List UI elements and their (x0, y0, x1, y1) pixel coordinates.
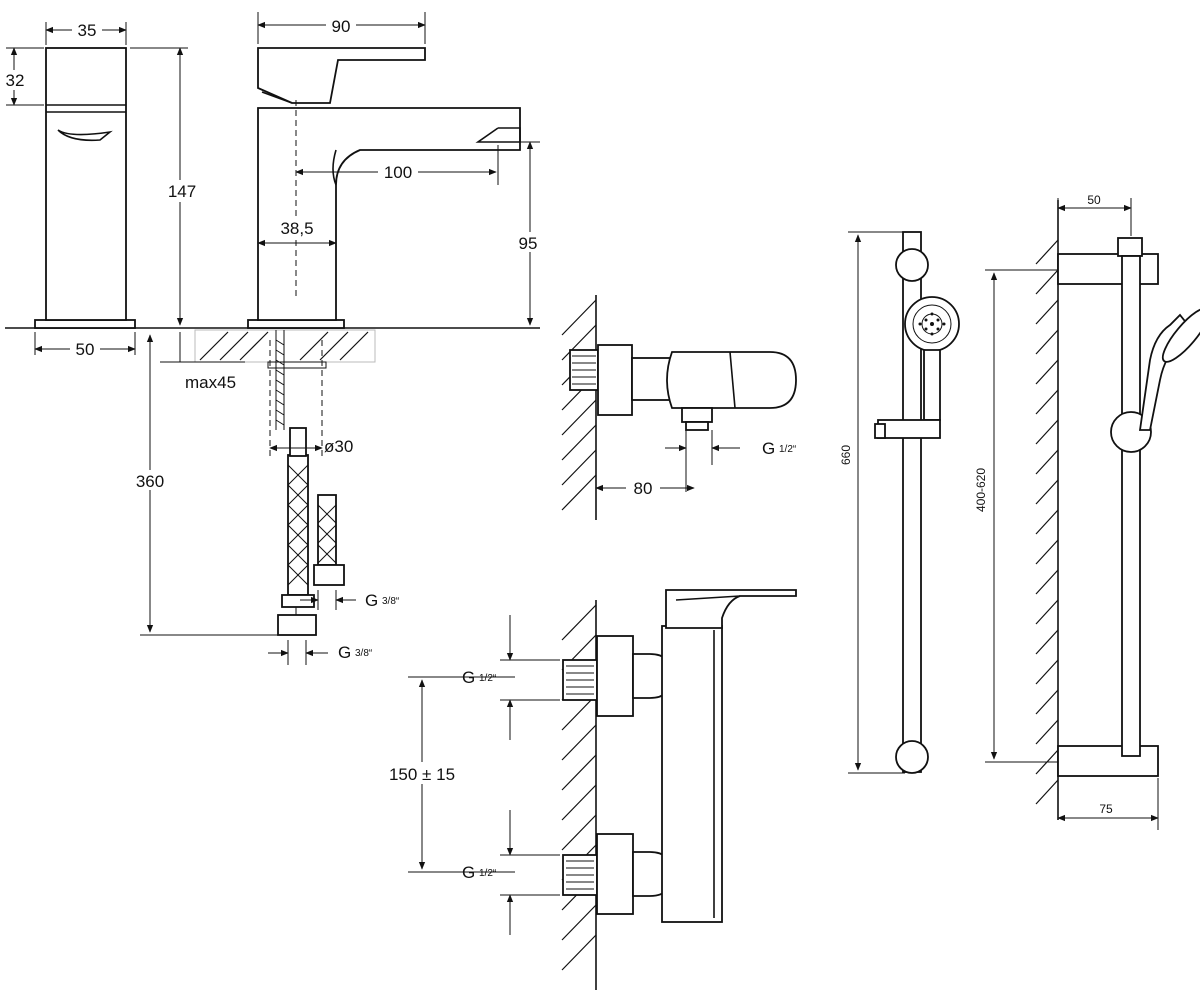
dim-top-length: 90 (332, 17, 351, 36)
dim-side-width: 35 (78, 21, 97, 40)
dim-body-offset: 38,5 (280, 219, 313, 238)
dim-hole-diameter: ø30 (324, 437, 353, 456)
dim-shower-connection-bottom-frac: 1/2“ (479, 868, 496, 879)
wall-valve-view: G 1/2“ 80 (561, 295, 797, 520)
dim-handle-height: 32 (6, 71, 25, 90)
dim-rail-offset-bottom: 75 (1099, 802, 1113, 816)
dim-counter-max: max45 (185, 373, 236, 392)
dim-rail-fixing: 400-620 (974, 468, 988, 512)
dim-rail-height: 660 (839, 445, 853, 465)
dim-valve-connection-frac: 1/2“ (779, 444, 796, 455)
dim-shower-connection-bottom: G (462, 863, 475, 882)
dim-rail-offset-top: 50 (1087, 193, 1101, 207)
dim-base-width: 50 (76, 340, 95, 359)
shower-mixer-view: G 1/2“ 150 ± 15 G 1/2“ (380, 589, 797, 990)
dim-shower-centers: 150 ± 15 (389, 765, 455, 784)
shower-rail-side-view: 400-620 50 75 (974, 193, 1200, 830)
dim-connection-outer: G (338, 643, 351, 662)
dim-valve-depth: 80 (634, 479, 653, 498)
dim-spout-reach: 100 (384, 163, 412, 182)
dim-connection-outer-frac: 3/8“ (355, 648, 372, 659)
dim-hose-length: 360 (136, 472, 164, 491)
shower-rail-front-view: 660 (839, 231, 960, 774)
dim-valve-connection: G (762, 439, 775, 458)
dim-connection-inner-frac: 3/8“ (382, 596, 399, 607)
basin-mixer-side-view: 35 32 147 50 90 100 38,5 95 (4, 12, 546, 665)
dim-shower-connection-top-frac: 1/2“ (479, 673, 496, 684)
dim-spout-height: 95 (519, 234, 538, 253)
dim-connection-inner: G (365, 591, 378, 610)
dim-overall-height: 147 (168, 182, 196, 201)
